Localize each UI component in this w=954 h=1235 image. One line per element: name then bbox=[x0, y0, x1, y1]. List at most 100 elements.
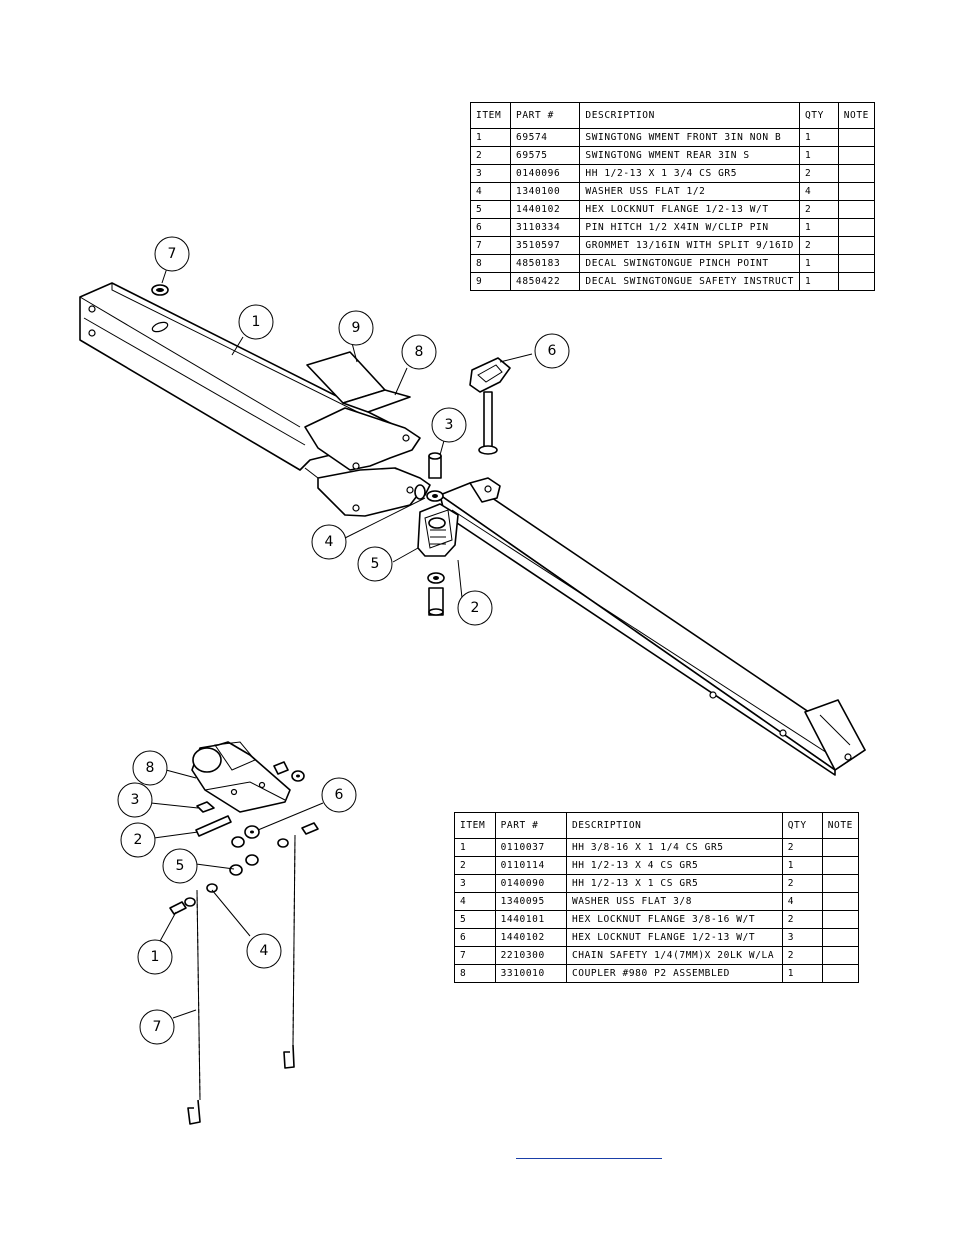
svg-text:7: 7 bbox=[153, 1019, 162, 1035]
cell-item: 2 bbox=[454, 856, 496, 875]
col-qty: QTY bbox=[781, 812, 823, 839]
cell-item: 7 bbox=[469, 236, 512, 255]
cell-qty: 2 bbox=[798, 236, 839, 255]
svg-text:1: 1 bbox=[151, 949, 160, 965]
cell-note bbox=[837, 236, 876, 255]
cell-item: 4 bbox=[454, 892, 496, 911]
cell-qty: 1 bbox=[798, 128, 839, 147]
cell-qty: 2 bbox=[781, 946, 823, 965]
cell-item: 1 bbox=[469, 128, 512, 147]
cell-item: 3 bbox=[454, 874, 496, 893]
callout-3-upper: 3 bbox=[431, 407, 467, 443]
cell-part: 2210300 bbox=[494, 946, 567, 965]
callout-2-lower: 2 bbox=[120, 822, 156, 858]
svg-text:3: 3 bbox=[445, 417, 454, 433]
footer-link-underline[interactable] bbox=[516, 1158, 662, 1159]
upper-leaders bbox=[161, 267, 533, 599]
cell-qty: 1 bbox=[798, 146, 839, 165]
cell-note bbox=[837, 128, 876, 147]
cell-item: 8 bbox=[469, 254, 512, 273]
callout-6-upper: 6 bbox=[534, 333, 570, 369]
cell-description: COUPLER #980 P2 ASSEMBLED bbox=[565, 964, 783, 983]
cell-note bbox=[837, 200, 876, 219]
col-description: DESCRIPTION bbox=[579, 102, 800, 129]
cell-description: CHAIN SAFETY 1/4(7MM)X 20LK W/LA bbox=[565, 946, 783, 965]
cell-note bbox=[821, 946, 860, 965]
cell-item: 8 bbox=[454, 964, 496, 983]
callout-7-upper: 7 bbox=[154, 236, 190, 272]
callout-3-lower: 3 bbox=[117, 782, 153, 818]
col-note: NOTE bbox=[837, 102, 876, 129]
cell-qty: 2 bbox=[798, 164, 839, 183]
hitch-pin bbox=[469, 357, 511, 455]
cell-qty: 2 bbox=[798, 200, 839, 219]
rear-swing-tongue bbox=[417, 477, 866, 776]
cell-note bbox=[837, 146, 876, 165]
svg-text:7: 7 bbox=[168, 246, 177, 262]
callout-4-lower: 4 bbox=[246, 933, 282, 969]
lower-callouts: 8 3 2 6 5 1 4 7 bbox=[117, 750, 357, 1045]
cell-description: SWINGTONG WMENT REAR 3IN S bbox=[579, 146, 800, 165]
cell-item: 5 bbox=[469, 200, 512, 219]
cell-part: 0140096 bbox=[510, 164, 581, 183]
callout-9-upper: 9 bbox=[338, 310, 374, 346]
coupler-hardware bbox=[169, 761, 319, 915]
svg-text:2: 2 bbox=[471, 600, 480, 616]
cell-item: 1 bbox=[454, 838, 496, 857]
cell-description: HEX LOCKNUT FLANGE 3/8-16 W/T bbox=[565, 910, 783, 929]
cell-note bbox=[821, 928, 860, 947]
col-item: ITEM bbox=[469, 102, 512, 129]
col-note: NOTE bbox=[821, 812, 860, 839]
cell-item: 3 bbox=[469, 164, 512, 183]
cell-note bbox=[837, 254, 876, 273]
cell-description: WASHER USS FLAT 3/8 bbox=[565, 892, 783, 911]
cell-part: 69575 bbox=[510, 146, 581, 165]
cell-description: HEX LOCKNUT FLANGE 1/2-13 W/T bbox=[579, 200, 800, 219]
cell-note bbox=[837, 218, 876, 237]
svg-text:2: 2 bbox=[134, 832, 143, 848]
svg-text:8: 8 bbox=[415, 344, 424, 360]
parts-list-header: ITEM PART # DESCRIPTION QTY NOTE bbox=[469, 102, 876, 129]
coupler-assembly bbox=[191, 741, 291, 813]
cell-item: 6 bbox=[454, 928, 496, 947]
cell-note bbox=[821, 874, 860, 893]
callout-5-upper: 5 bbox=[357, 546, 393, 582]
cell-item: 5 bbox=[454, 910, 496, 929]
cell-qty: 4 bbox=[781, 892, 823, 911]
cell-qty: 4 bbox=[798, 182, 839, 201]
cell-part: 1340095 bbox=[494, 892, 567, 911]
cell-description: GROMMET 13/16IN WITH SPLIT 9/16ID bbox=[579, 236, 800, 255]
callout-8-lower: 8 bbox=[132, 750, 168, 786]
cell-description: HH 3/8-16 X 1 1/4 CS GR5 bbox=[565, 838, 783, 857]
cell-qty: 1 bbox=[798, 254, 839, 273]
svg-text:4: 4 bbox=[260, 943, 269, 959]
col-description: DESCRIPTION bbox=[565, 812, 783, 839]
cell-part: 3510597 bbox=[510, 236, 581, 255]
cell-qty: 2 bbox=[781, 874, 823, 893]
cell-qty: 3 bbox=[781, 928, 823, 947]
cell-description: WASHER USS FLAT 1/2 bbox=[579, 182, 800, 201]
cell-qty: 2 bbox=[781, 838, 823, 857]
col-part: PART # bbox=[494, 812, 567, 839]
svg-text:4: 4 bbox=[325, 534, 334, 550]
cell-description: DECAL SWINGTONGUE PINCH POINT bbox=[579, 254, 800, 273]
cell-qty: 1 bbox=[781, 856, 823, 875]
cell-note bbox=[837, 272, 876, 291]
cell-description: HH 1/2-13 X 1 3/4 CS GR5 bbox=[579, 164, 800, 183]
parts-list-header: ITEM PART # DESCRIPTION QTY NOTE bbox=[454, 812, 860, 839]
cell-qty: 1 bbox=[798, 272, 839, 291]
grommet bbox=[151, 284, 169, 296]
cell-part: 1340100 bbox=[510, 182, 581, 201]
